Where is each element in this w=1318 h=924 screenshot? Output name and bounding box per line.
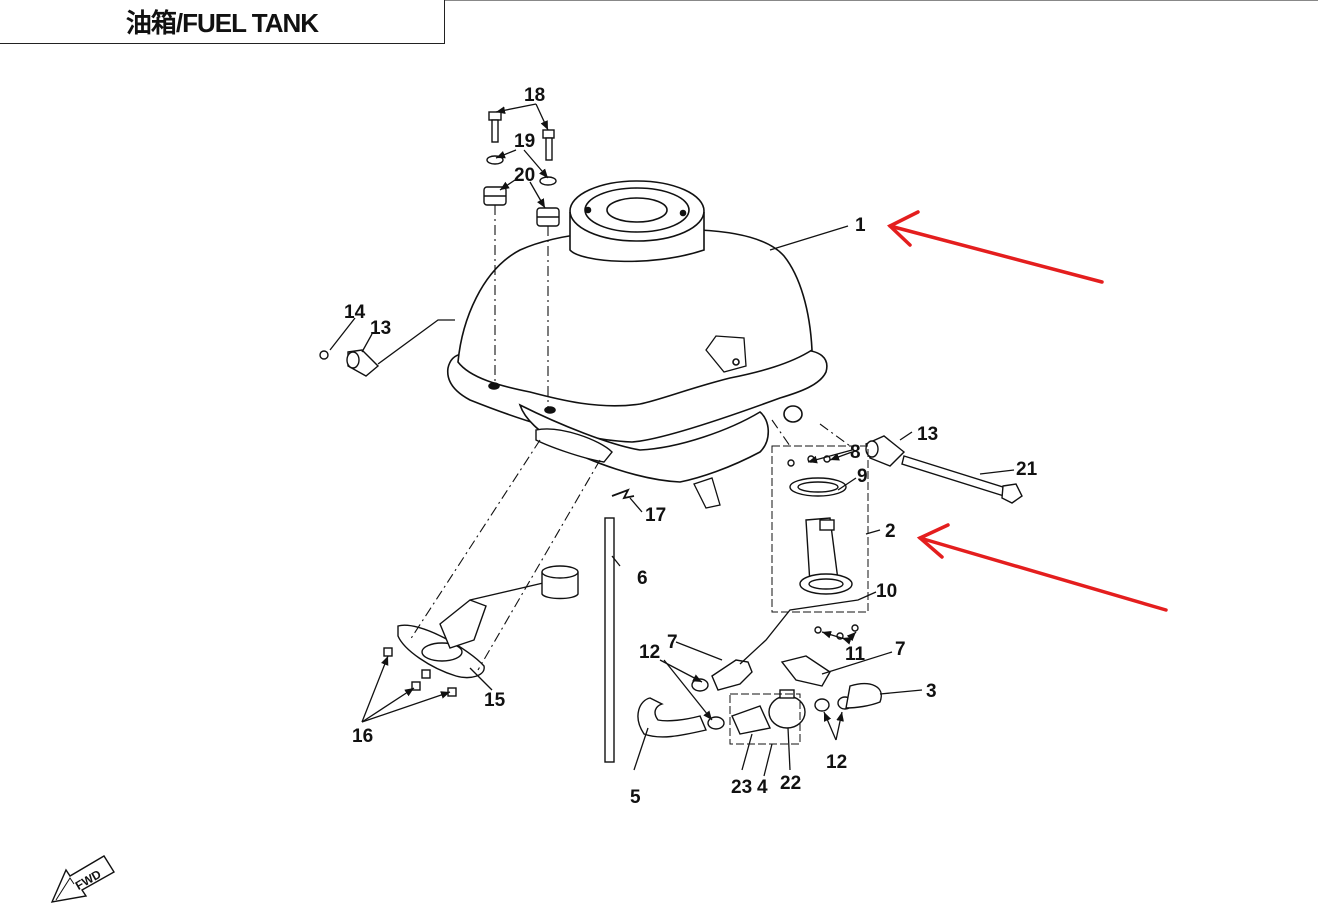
callout-2: 2 (885, 521, 896, 542)
fwd-arrow-icon: FWD (50, 855, 115, 903)
fuel-level-sender (383, 428, 613, 697)
callout-10: 10 (876, 581, 897, 602)
callout-5: 5 (630, 787, 641, 808)
red-arrow-part-2 (918, 536, 1168, 612)
header-rule (445, 0, 1318, 1)
left-bushing (319, 349, 380, 377)
callout-7a: 7 (667, 632, 678, 653)
callout-4: 4 (757, 777, 768, 798)
callout-12b: 12 (826, 752, 847, 773)
callout-12a: 12 (639, 642, 660, 663)
sender-centerlines (409, 419, 851, 671)
right-bushing-bolt (865, 435, 1023, 504)
red-annotation-arrows (886, 210, 1168, 612)
leader-lines (329, 103, 1015, 777)
callout-8: 8 (850, 442, 861, 463)
callout-13a: 13 (370, 318, 391, 339)
clip (611, 488, 635, 500)
callout-23: 23 (731, 777, 752, 798)
callout-13b: 13 (917, 424, 938, 445)
red-arrowhead-part-1 (886, 210, 920, 247)
callout-3: 3 (926, 681, 937, 702)
callout-9: 9 (857, 466, 868, 487)
callout-labels: 1 2 3 4 5 6 7 7 8 9 10 11 12 12 13 13 14… (344, 85, 1038, 808)
callout-17: 17 (645, 505, 666, 526)
callout-22: 22 (780, 773, 801, 794)
callout-6: 6 (637, 568, 648, 589)
diagram-title: 油箱/FUEL TANK (0, 0, 445, 44)
callout-1: 1 (855, 215, 866, 236)
callout-21: 21 (1016, 459, 1038, 480)
fuel-lines-filter (637, 655, 882, 745)
callout-16: 16 (352, 726, 373, 747)
fuel-pump-assembly (771, 445, 869, 640)
callout-14: 14 (344, 302, 366, 323)
callout-7b: 7 (895, 639, 906, 660)
callout-15: 15 (484, 690, 506, 711)
vent-tube (604, 517, 615, 763)
red-arrow-part-1 (888, 224, 1104, 284)
callout-20: 20 (514, 165, 535, 186)
callout-11: 11 (845, 644, 866, 665)
fuel-tank (446, 180, 828, 509)
callout-19: 19 (514, 131, 535, 152)
mount-hardware (483, 111, 560, 227)
red-arrowhead-part-2 (916, 523, 950, 559)
callout-18: 18 (524, 85, 545, 106)
